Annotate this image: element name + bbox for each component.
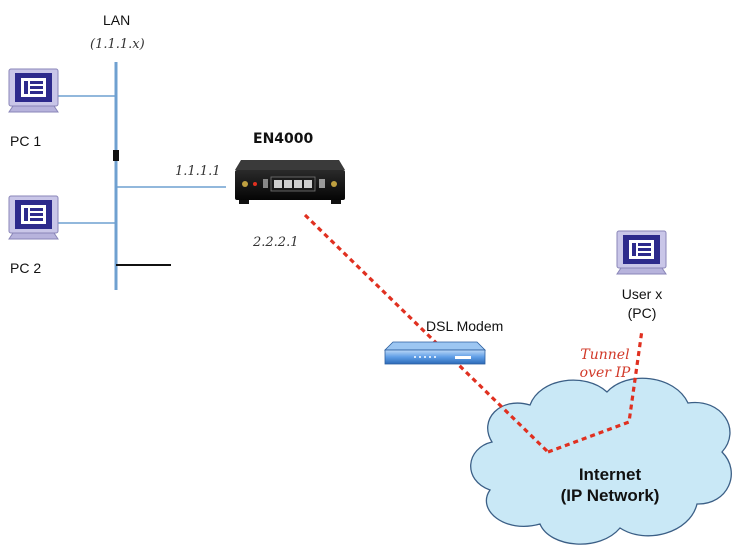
pc2-label: PC 2 (10, 260, 42, 276)
pc-icon (8, 68, 59, 113)
router-lan-ip: 1.1.1.1 (175, 164, 221, 179)
dsl-modem-icon (384, 341, 486, 365)
pc1-label: PC 1 (10, 133, 42, 149)
remote-user-type: (PC) (627, 305, 657, 321)
lan-subnet: (1.1.1.x) (90, 37, 145, 52)
internet-label-line2: (IP Network) (560, 486, 660, 505)
pc-icon (616, 230, 667, 275)
tunnel-label: Tunnel over IP (572, 346, 638, 382)
lan-backbone-joint (113, 150, 119, 161)
pc-icon (8, 195, 59, 240)
tunnel-path-router-internet (303, 213, 550, 454)
router-name: EN4000 (253, 131, 314, 147)
tunnel-label-line1: Tunnel (580, 347, 630, 363)
lan-title: LAN (103, 12, 131, 28)
cloud-icon (470, 377, 732, 545)
router-wan-ip: 2.2.2.1 (253, 235, 299, 250)
internet-label: Internet (IP Network) (535, 464, 685, 506)
tunnel-label-line2: over IP (579, 365, 631, 381)
remote-user-label: User x (PC) (612, 285, 672, 323)
internet-label-line1: Internet (578, 465, 642, 484)
router-icon (235, 160, 345, 204)
tunnel-path-internet-user (547, 329, 644, 454)
remote-user-name: User x (621, 286, 663, 302)
modem-label: DSL Modem (426, 318, 504, 334)
